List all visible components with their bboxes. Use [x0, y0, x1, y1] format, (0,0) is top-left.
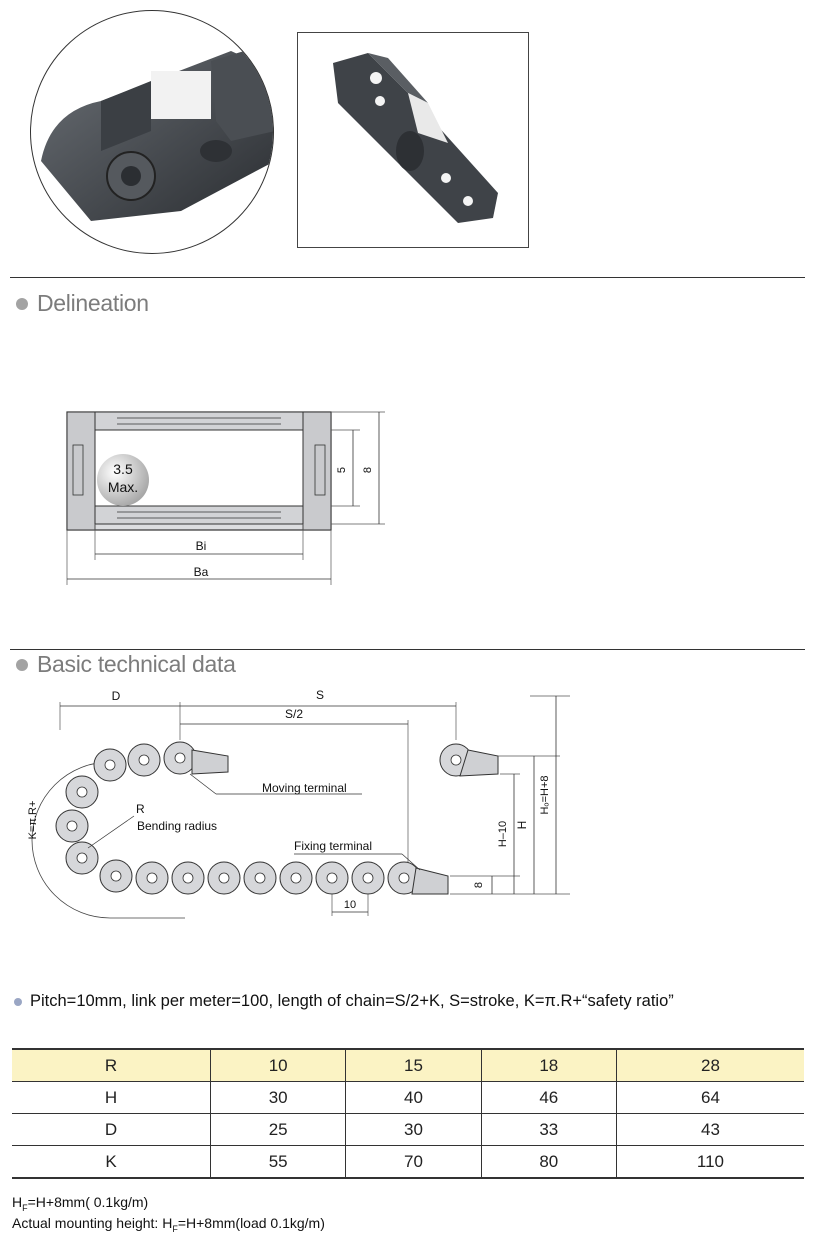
dim-d-label: D [112, 689, 121, 703]
dim-pitch-label: 10 [344, 899, 356, 911]
table-row: K 55 70 80 110 [12, 1145, 804, 1179]
bending-radius-label: Bending radius [137, 819, 217, 833]
spec-table: R 10 15 18 28 H 30 40 46 64 D 25 30 33 4… [12, 1048, 804, 1179]
dim-k-label: K=π.R+ [27, 801, 39, 840]
chain-link-photo [297, 32, 529, 248]
dim-h10-label: H–10 [497, 821, 509, 847]
inner-width-label: Bi [196, 539, 207, 553]
section-title-basic-data: Basic technical data [16, 651, 236, 678]
mounting-height-note: Actual mounting height: HF=H+8mm(load 0.… [12, 1215, 325, 1234]
table-row: H 30 40 46 64 [12, 1081, 804, 1114]
dim-s2-label: S/2 [285, 707, 303, 721]
radius-label: R [136, 802, 145, 816]
outer-width-label: Ba [194, 565, 209, 579]
dim-8-label: 8 [473, 882, 485, 888]
weight-note: HF=H+8mm( 0.1kg/m) [12, 1194, 149, 1213]
cable-diameter-label: 3.5 [113, 461, 133, 477]
dim-h-label: H [515, 821, 529, 830]
inner-height-label: 5 [336, 467, 348, 473]
table-row: R 10 15 18 28 [12, 1048, 804, 1082]
moving-terminal-label: Moving terminal [262, 781, 347, 795]
outer-height-label: 8 [362, 467, 374, 473]
section-divider [10, 649, 805, 650]
section-title-delineation: Delineation [16, 290, 149, 317]
chain-closeup-photo [30, 10, 274, 254]
table-row: D 25 30 33 43 [12, 1113, 804, 1146]
cable-max-label: Max. [108, 479, 138, 495]
section-divider [10, 277, 805, 278]
pitch-note: Pitch=10mm, link per meter=100, length o… [14, 992, 674, 1011]
dim-s-label: S [316, 688, 324, 702]
bullet-icon [14, 997, 22, 1006]
bullet-icon [16, 297, 28, 310]
fixing-terminal-label: Fixing terminal [294, 839, 372, 853]
chain-drawing: D S S/2 K=π.R+ Moving terminal R Bending… [27, 688, 570, 919]
dim-hf-label: Hₒ=H+8 [539, 775, 551, 814]
delineation-drawing: 3.5 Max. 5 8 Bi Ba [66, 411, 385, 585]
bullet-icon [16, 658, 28, 671]
